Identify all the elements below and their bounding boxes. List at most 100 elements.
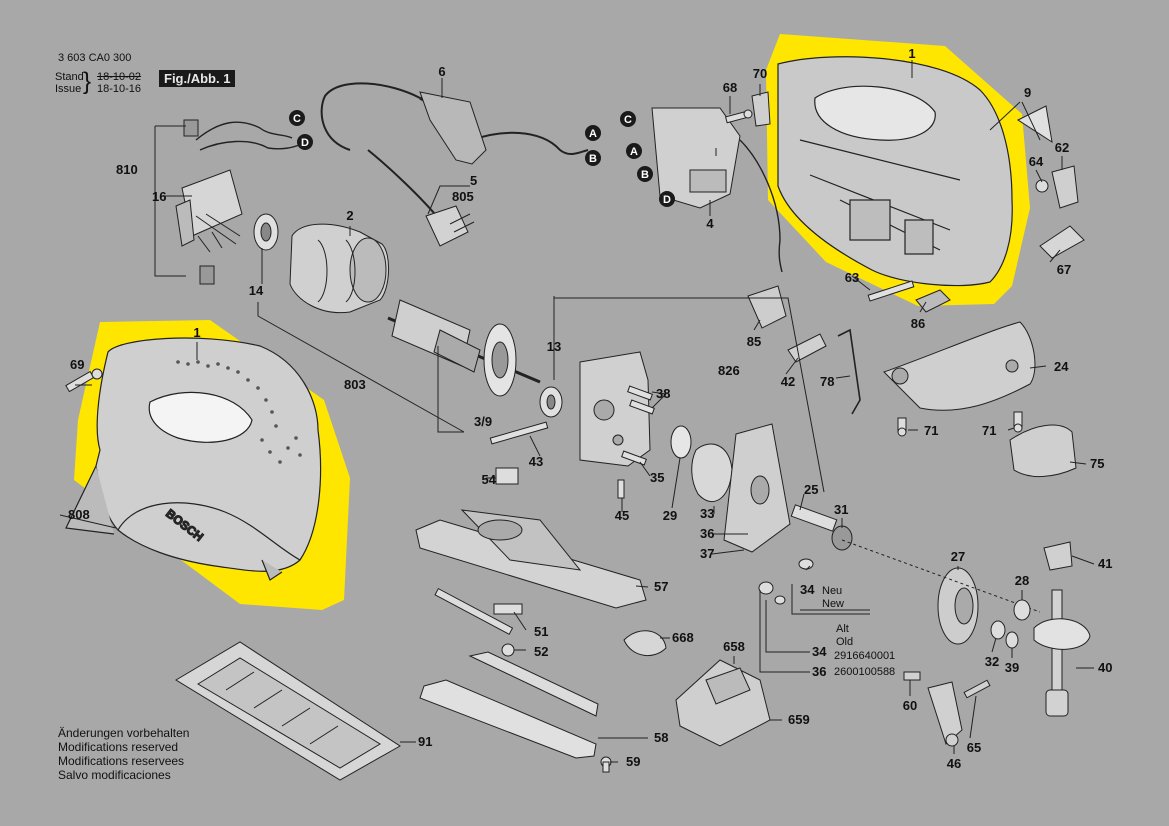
issue-label: Issue: [55, 83, 82, 95]
label-58: 58: [654, 730, 668, 745]
svg-text:A: A: [630, 146, 638, 158]
label-5: 5: [470, 173, 477, 188]
label-38: 38: [656, 386, 670, 401]
label-32: 32: [985, 654, 999, 669]
label-36-upper: 36: [700, 526, 714, 541]
small-parts-28: [990, 599, 1031, 649]
pins: [489, 385, 655, 499]
connector-b-right: [637, 166, 653, 182]
housing-left: BOSCH: [65, 337, 322, 581]
variant-old: Old: [836, 636, 853, 648]
washers-34-36: [758, 558, 814, 605]
connector-b-left: [585, 150, 601, 166]
variant-code-36: 2600100588: [834, 666, 895, 678]
label-70: 70: [753, 66, 767, 81]
svg-text:A: A: [589, 128, 597, 140]
pin-63: [867, 280, 915, 302]
label-34-lower: 34: [812, 644, 827, 659]
gear-27: [937, 567, 979, 645]
label-28: 28: [1015, 573, 1029, 588]
wire-d: [199, 140, 303, 151]
part-70: [751, 91, 771, 127]
label-35: 35: [650, 470, 664, 485]
part-labels: 1 1 6 2 5 805 810 16 14 69 803 3/9 808 1…: [68, 46, 1112, 771]
label-810: 810: [116, 162, 138, 177]
label-4: 4: [706, 216, 714, 231]
roller-46: [903, 671, 991, 747]
switch-assembly: [175, 119, 243, 285]
label-51: 51: [534, 624, 548, 639]
label-45: 45: [615, 508, 629, 523]
label-808: 808: [68, 507, 90, 522]
leader-810: [154, 126, 186, 277]
label-42: 42: [781, 374, 795, 389]
switch-4: [651, 107, 783, 273]
label-25: 25: [804, 482, 818, 497]
note-fr: Modifications reservees: [58, 754, 185, 768]
label-34-upper: 34: [800, 582, 815, 597]
label-31: 31: [834, 502, 848, 517]
label-1-right: 1: [908, 46, 915, 61]
old-date: 18-10-02: [97, 71, 142, 83]
cable-grommet: [419, 91, 487, 165]
label-803: 803: [344, 377, 366, 392]
cover-plate: [723, 423, 791, 553]
variant-code-34: 2916640001: [834, 650, 895, 662]
label-9: 9: [1024, 85, 1031, 100]
washer-29: [670, 425, 692, 459]
label-71-left: 71: [924, 423, 938, 438]
label-27: 27: [951, 549, 965, 564]
bearing-14: [253, 213, 279, 251]
label-62: 62: [1055, 140, 1069, 155]
label-24: 24: [1054, 359, 1069, 374]
svg-text:D: D: [301, 137, 309, 149]
label-71-right: 71: [982, 423, 996, 438]
label-60: 60: [903, 698, 917, 713]
note-de: Änderungen vorbehalten: [58, 726, 190, 740]
lever-58b: [468, 651, 599, 717]
label-46: 46: [947, 756, 961, 771]
svg-text:B: B: [641, 169, 649, 181]
note-es: Salvo modificaciones: [58, 768, 171, 782]
stator-2: [289, 223, 390, 314]
part-54: [495, 467, 519, 485]
part-41: [1043, 541, 1073, 571]
label-13: 13: [547, 339, 561, 354]
spring-78: [837, 328, 861, 415]
part-85: [747, 285, 787, 329]
label-67: 67: [1057, 262, 1071, 277]
label-3-9: 3/9: [474, 414, 492, 429]
bearing-13: [539, 386, 563, 418]
label-43: 43: [529, 454, 543, 469]
plunger-40: [1033, 589, 1091, 717]
stand-label: Stand: [55, 71, 84, 83]
guard-24: [883, 321, 1036, 411]
label-29: 29: [663, 508, 677, 523]
gasket-33: [691, 443, 733, 503]
label-39: 39: [1005, 660, 1019, 675]
modification-notes: Änderungen vorbehalten Modifications res…: [58, 726, 189, 782]
label-65: 65: [967, 740, 981, 755]
base-plate-91: [175, 641, 401, 781]
label-16: 16: [152, 189, 166, 204]
screw-59: [600, 756, 612, 773]
connector-d-left: [297, 134, 313, 150]
screws-71: [897, 411, 1023, 437]
svg-text:C: C: [293, 113, 301, 125]
gear-housing: [579, 351, 651, 467]
connector-a-right: [626, 143, 642, 159]
screw-68: [724, 109, 753, 124]
part-75: [1009, 424, 1077, 478]
label-2: 2: [346, 208, 353, 223]
label-41: 41: [1098, 556, 1112, 571]
leader-lines: [59, 60, 1095, 763]
connector-a-left: [585, 125, 601, 141]
figure-label: Fig./Abb. 1: [159, 70, 236, 87]
part-668: [623, 630, 667, 656]
part-64: [1035, 179, 1049, 193]
label-826: 826: [718, 363, 740, 378]
label-6: 6: [438, 64, 445, 79]
label-54: 54: [482, 472, 497, 487]
